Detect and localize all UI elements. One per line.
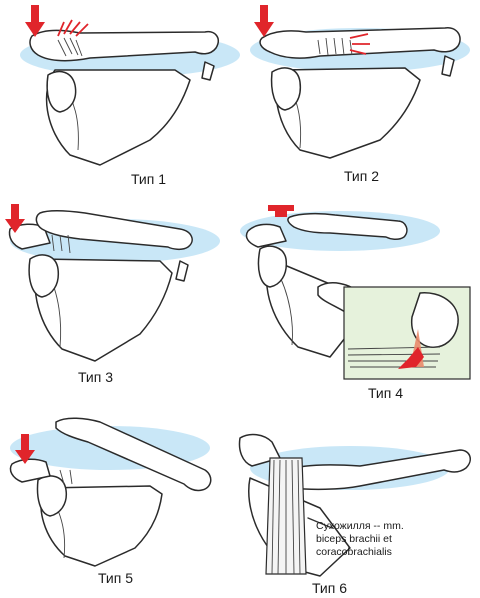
annotation-line-3: coracobrachialis xyxy=(316,546,404,559)
tendon-annotation: Сухожилля -- mm. biceps brachii et corac… xyxy=(316,520,404,559)
panel-type-3: Тип 3 xyxy=(0,199,240,398)
annotation-line-1: Сухожилля -- mm. xyxy=(316,520,404,533)
type-3-label: Тип 3 xyxy=(78,369,113,385)
panel-type-1: Тип 1 xyxy=(0,0,240,199)
type-2-label: Тип 2 xyxy=(344,168,379,184)
type-5-illustration xyxy=(0,398,240,597)
panel-type-6: Сухожилля -- mm. biceps brachii et corac… xyxy=(240,398,480,597)
type-1-illustration xyxy=(0,0,240,199)
annotation-line-2: biceps brachii et xyxy=(316,533,404,546)
panel-type-2: Тип 2 xyxy=(240,0,480,199)
panel-type-4: Тип 4 xyxy=(240,199,480,398)
panel-type-5: Тип 5 xyxy=(0,398,240,597)
type-5-label: Тип 5 xyxy=(98,570,133,586)
type-6-label: Тип 6 xyxy=(312,580,347,596)
type-4-illustration xyxy=(240,199,480,398)
type-6-illustration xyxy=(240,398,480,597)
type-1-label: Тип 1 xyxy=(131,171,166,187)
type-3-illustration xyxy=(0,199,240,398)
